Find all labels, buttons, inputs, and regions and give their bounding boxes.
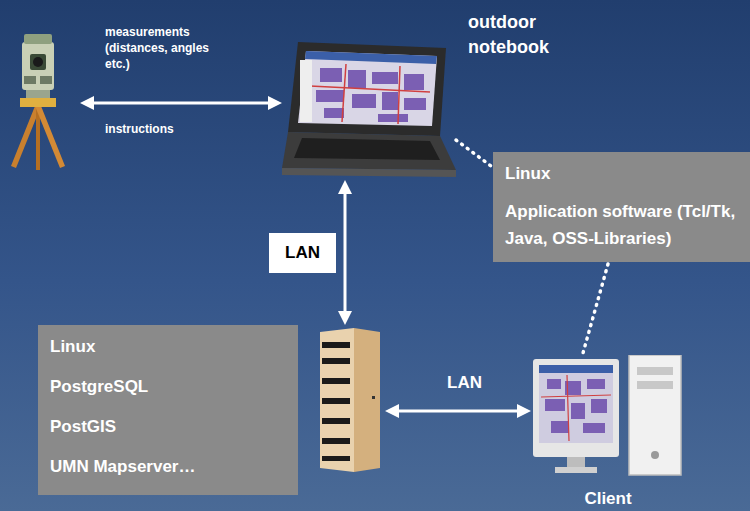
instruction-label: instructions — [105, 121, 225, 137]
connector-line — [395, 410, 521, 413]
connector — [338, 180, 352, 325]
arrow-head — [338, 180, 352, 194]
connector-line — [344, 190, 347, 315]
arrow-head — [338, 311, 352, 325]
connector-line — [456, 140, 491, 166]
panel-heading: Linux — [505, 162, 738, 186]
arrow-head — [385, 404, 399, 418]
connector — [385, 404, 531, 418]
laptop-illustration — [280, 40, 458, 180]
network-label: LAN — [447, 373, 482, 393]
client-node: Client — [533, 355, 683, 489]
connector — [456, 140, 491, 166]
description-panel: LinuxPostgreSQL PostGIS UMN Mapserver… — [38, 325, 298, 495]
panel-line: Linux — [50, 337, 286, 357]
software-panel: LinuxApplication software (Tcl/Tk, Java,… — [493, 152, 750, 262]
notebook-node: outdoor notebook — [280, 40, 458, 178]
node-heading: Client — [533, 489, 683, 509]
server-node: LinuxPostgreSQL PostGIS UMN Mapserver… — [38, 325, 383, 495]
panel-line: PostgreSQL — [50, 377, 286, 397]
connector-line — [583, 264, 608, 353]
network-label-box: LAN — [269, 233, 336, 273]
server-illustration — [318, 328, 384, 474]
panel-line: UMN Mapserver… — [50, 457, 286, 477]
panel-text: Application software (Tcl/Tk, Java, OSS-… — [505, 198, 738, 252]
connector — [583, 264, 608, 353]
panel-line: PostGIS — [50, 417, 286, 437]
total-station-illustration — [8, 32, 68, 172]
arrow-head — [517, 404, 531, 418]
measurement-label: measurements (distances, angles etc.) — [105, 24, 230, 72]
client-computer-illustration — [533, 355, 683, 489]
node-heading: outdoor notebook — [468, 10, 568, 60]
